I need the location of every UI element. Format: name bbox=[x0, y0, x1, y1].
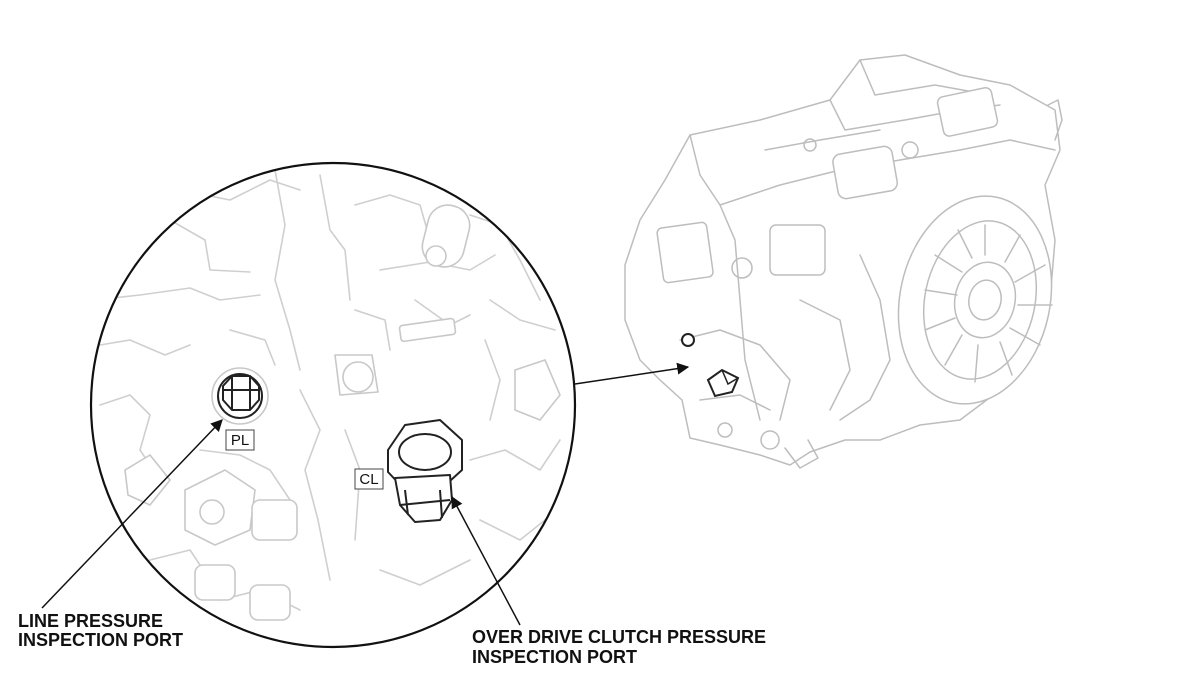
cl-tag-label: CL bbox=[359, 471, 378, 488]
line-pressure-leader bbox=[41, 419, 223, 609]
overdrive-clutch-leader bbox=[451, 495, 521, 626]
detail-circle-border bbox=[89, 161, 577, 649]
overdrive-clutch-port-location bbox=[706, 368, 740, 398]
detail-background-linework bbox=[94, 169, 561, 621]
overdrive-clutch-callout-line2: INSPECTION PORT bbox=[472, 647, 637, 667]
line-pressure-callout: LINE PRESSURE INSPECTION PORT bbox=[18, 611, 183, 650]
line-pressure-port bbox=[211, 367, 269, 425]
detail-view bbox=[89, 161, 577, 649]
pl-tag-label: PL bbox=[231, 432, 249, 449]
transmission-assembly bbox=[624, 54, 1063, 469]
detail-pointer-arrow bbox=[574, 362, 690, 385]
overdrive-clutch-callout: OVER DRIVE CLUTCH PRESSURE INSPECTION PO… bbox=[472, 627, 766, 667]
line-pressure-callout-line2: INSPECTION PORT bbox=[18, 630, 183, 650]
overdrive-clutch-callout-line1: OVER DRIVE CLUTCH PRESSURE bbox=[472, 627, 766, 647]
pl-tag: PL bbox=[225, 429, 255, 451]
line-pressure-callout-line1: LINE PRESSURE bbox=[18, 611, 163, 631]
line-pressure-port-location bbox=[681, 333, 695, 347]
cl-tag: CL bbox=[354, 468, 384, 490]
overdrive-clutch-port bbox=[387, 419, 463, 523]
